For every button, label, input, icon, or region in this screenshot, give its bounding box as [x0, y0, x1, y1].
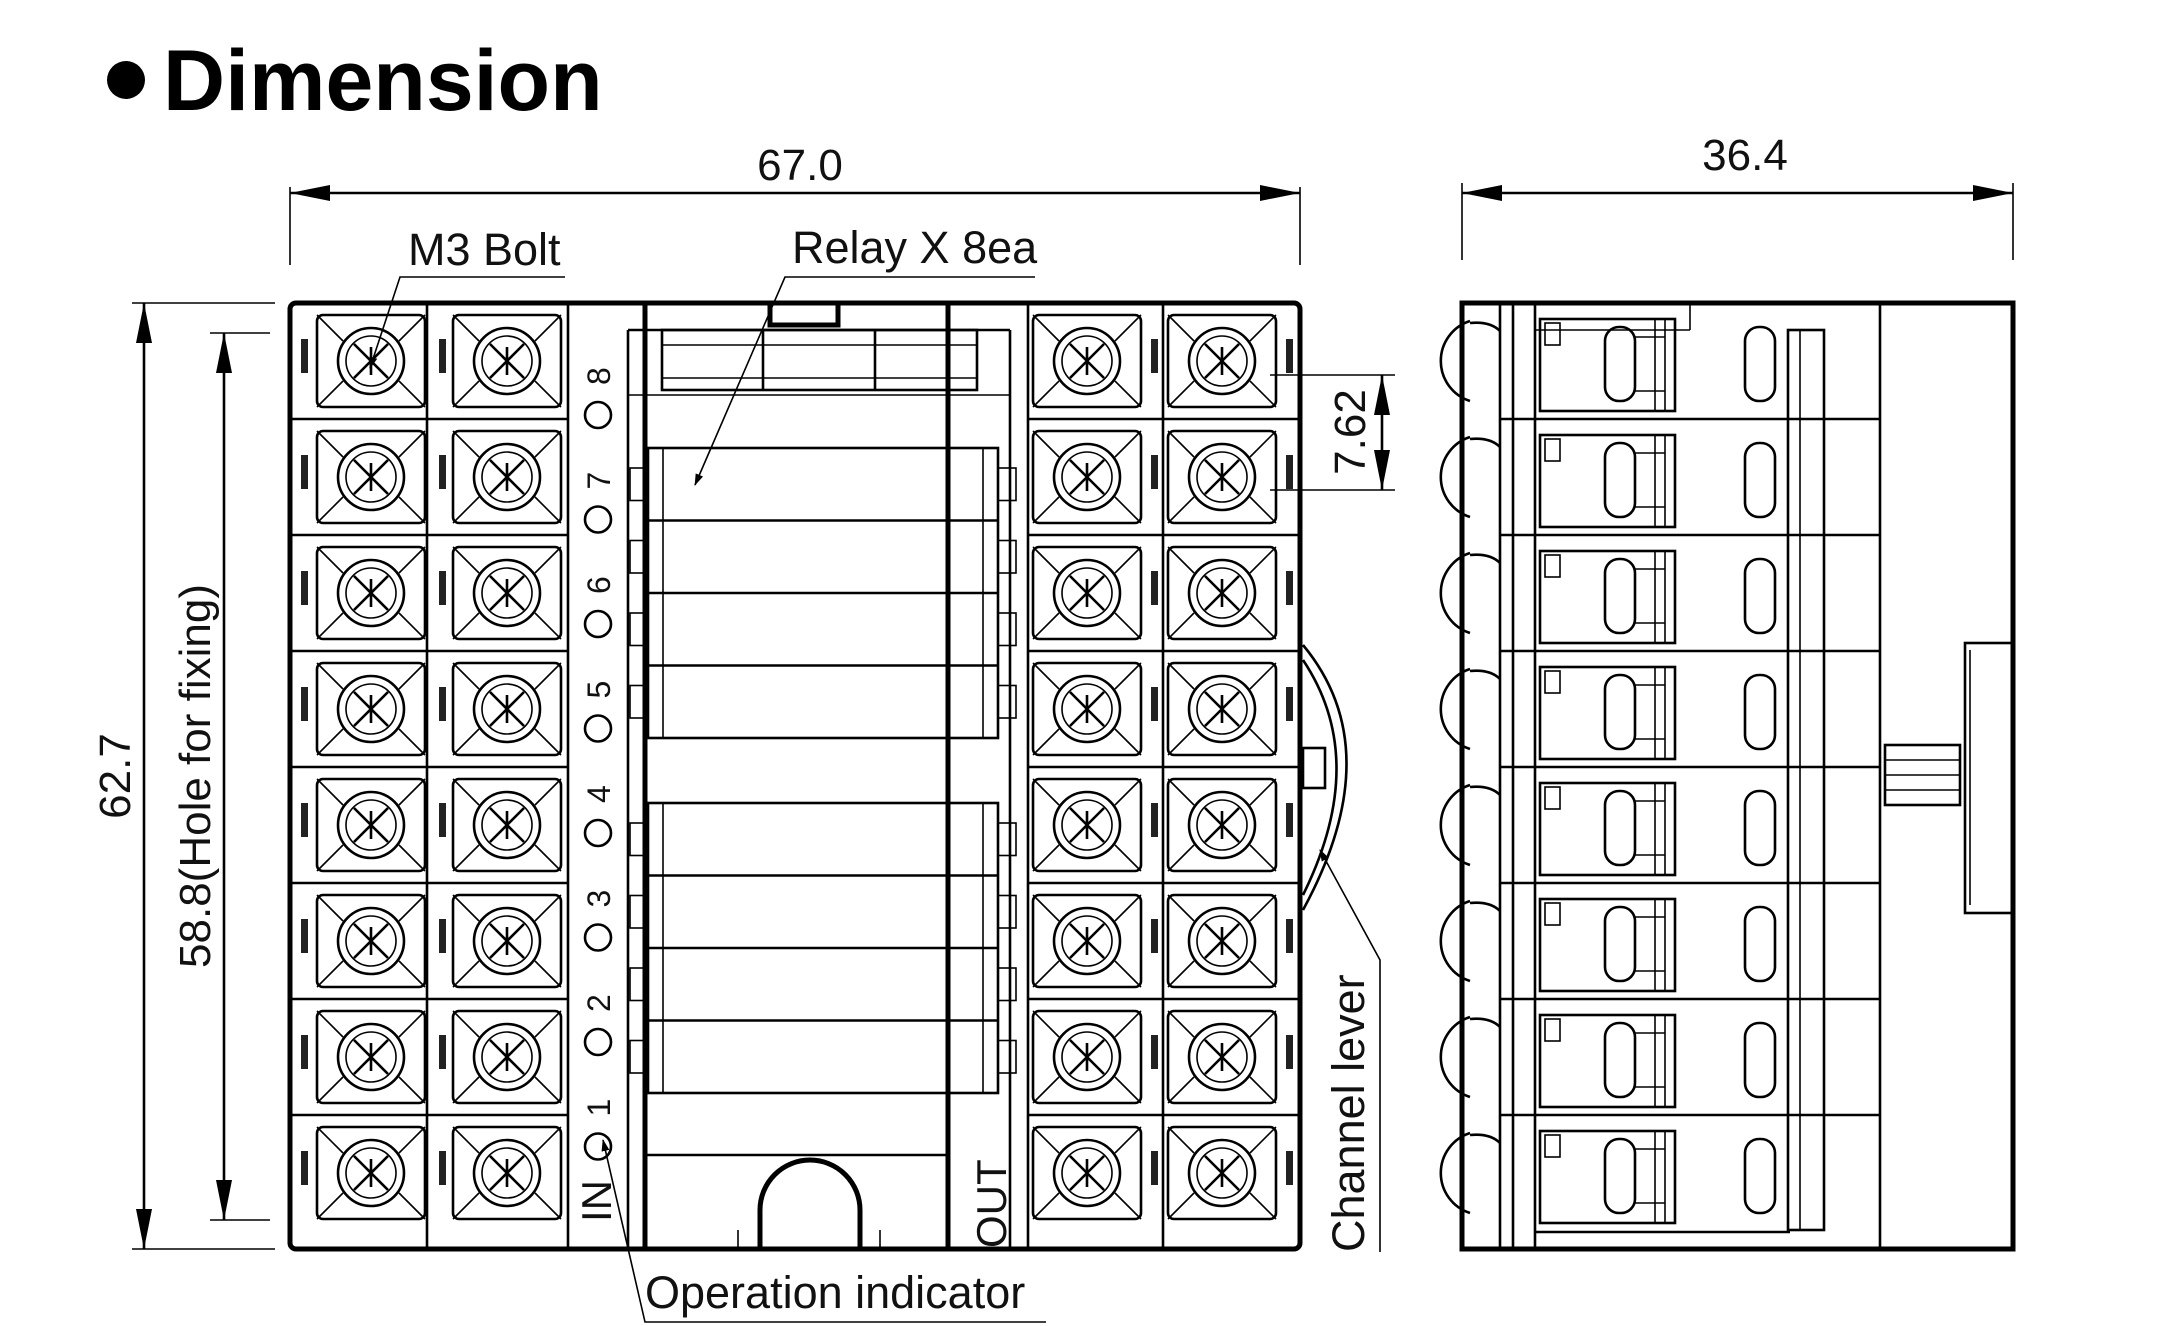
heading-bullet-icon: [107, 61, 145, 99]
side-contact-icon: [1603, 325, 1637, 403]
page-title: Dimension: [163, 33, 603, 129]
indicator-led-icon: [583, 505, 613, 534]
side-contact-icon: [1743, 325, 1777, 403]
terminal-screw-icon: [1166, 893, 1293, 989]
terminal-screw-icon: [439, 1009, 563, 1105]
terminal-screw-icon: [1031, 777, 1158, 873]
label-relay: Relay X 8ea: [792, 222, 1038, 273]
side-contact-icon: [1603, 441, 1637, 519]
bottom-fixing-notch: [738, 1157, 880, 1252]
channel-lever: [1301, 644, 1348, 911]
terminal-screw-icon: [1166, 545, 1293, 641]
terminal-screw-icon: [439, 1125, 563, 1221]
indicator-led-icon: [583, 714, 613, 743]
terminal-screw-icon: [1166, 429, 1293, 525]
terminal-screw-icon: [1031, 313, 1158, 409]
side-contact-icon: [1743, 557, 1777, 635]
channel-number: 1: [581, 1099, 617, 1117]
side-contact-icon: [1743, 673, 1777, 751]
side-view: [1439, 300, 2016, 1252]
terminal-screw-icon: [301, 777, 427, 873]
side-contact-icon: [1743, 789, 1777, 867]
channel-number: 4: [581, 785, 617, 803]
dim-hole-pitch: 58.8(Hole for fixing): [171, 584, 220, 968]
side-contact-icon: [1743, 1137, 1777, 1215]
terminal-screw-icon: [301, 313, 427, 409]
operation-indicators: 8 7 6 5 4 3 2 1: [581, 367, 617, 1161]
terminal-screw-icon: [439, 661, 563, 757]
dim-terminal-pitch: 7.62: [1326, 389, 1375, 475]
channel-number: 5: [581, 681, 617, 699]
terminal-screw-icon: [1031, 1009, 1158, 1105]
terminal-screw-icon: [439, 313, 563, 409]
side-contact-icon: [1603, 673, 1637, 751]
indicator-led-icon: [583, 400, 613, 430]
channel-number: 3: [581, 890, 617, 908]
callouts: M3 Bolt Relay X 8ea Operation indicator …: [369, 222, 1381, 1323]
indicator-led-icon: [583, 818, 613, 848]
channel-number: 6: [581, 576, 617, 594]
in-label: IN: [573, 1180, 620, 1222]
terminal-screw-icon: [439, 777, 563, 873]
relay-modules: [629, 446, 1017, 1095]
terminal-screw-icon: [1031, 661, 1158, 757]
front-dimensions: 67.0 62.7 58.8(Hole for fixing) 7.62: [91, 141, 1395, 1250]
terminal-screw-icon: [439, 545, 563, 641]
side-contact-icon: [1603, 789, 1637, 867]
side-contact-icon: [1743, 441, 1777, 519]
indicator-led-icon: [583, 1027, 613, 1057]
terminal-screw-icon: [439, 429, 563, 525]
terminal-screw-icon: [301, 545, 427, 641]
terminal-screw-icon: [301, 429, 427, 525]
terminal-screw-icon: [1031, 893, 1158, 989]
side-contact-icon: [1603, 905, 1637, 983]
channel-number: 8: [581, 367, 617, 385]
terminal-screw-icon: [1166, 777, 1293, 873]
front-body-outline: [287, 300, 1303, 1252]
terminal-screw-icon: [301, 893, 427, 989]
indicator-led-icon: [583, 1132, 613, 1161]
dim-width-side: 36.4: [1702, 131, 1788, 180]
terminal-screw-icon: [1031, 1125, 1158, 1221]
side-contact-icon: [1743, 905, 1777, 983]
terminal-screw-icon: [1166, 1009, 1293, 1105]
side-contact-icon: [1603, 557, 1637, 635]
label-operation-indicator: Operation indicator: [645, 1267, 1025, 1318]
terminal-screw-icon: [1166, 1125, 1293, 1221]
terminal-screw-icon: [1031, 545, 1158, 641]
terminal-screw-icon: [1166, 661, 1293, 757]
front-view: 8 7 6 5 4 3 2 1 IN OUT: [287, 300, 1348, 1252]
terminal-screw-icon: [439, 893, 563, 989]
side-contact-icon: [1603, 1137, 1637, 1215]
side-dimensions: 36.4: [1461, 131, 2014, 260]
indicator-led-icon: [583, 609, 613, 639]
label-channel-lever: Channel lever: [1323, 974, 1374, 1252]
dim-width-front: 67.0: [757, 141, 843, 190]
indicator-led-icon: [583, 923, 613, 952]
terminal-screw-icon: [1166, 313, 1293, 409]
terminal-screw-icon: [1031, 429, 1158, 525]
out-label: OUT: [968, 1159, 1015, 1248]
terminal-screw-icon: [301, 1009, 427, 1105]
side-contact-icon: [1743, 1021, 1777, 1099]
terminal-screw-icon: [301, 1125, 427, 1221]
terminal-screw-icon: [301, 661, 427, 757]
side-terminal-rows: [1439, 317, 1880, 1225]
dim-height: 62.7: [91, 733, 140, 819]
side-contact-icon: [1603, 1021, 1637, 1099]
channel-number: 7: [581, 472, 617, 490]
terminal-blocks: [290, 313, 1300, 1221]
channel-number: 2: [581, 994, 617, 1012]
label-m3-bolt: M3 Bolt: [408, 224, 561, 275]
